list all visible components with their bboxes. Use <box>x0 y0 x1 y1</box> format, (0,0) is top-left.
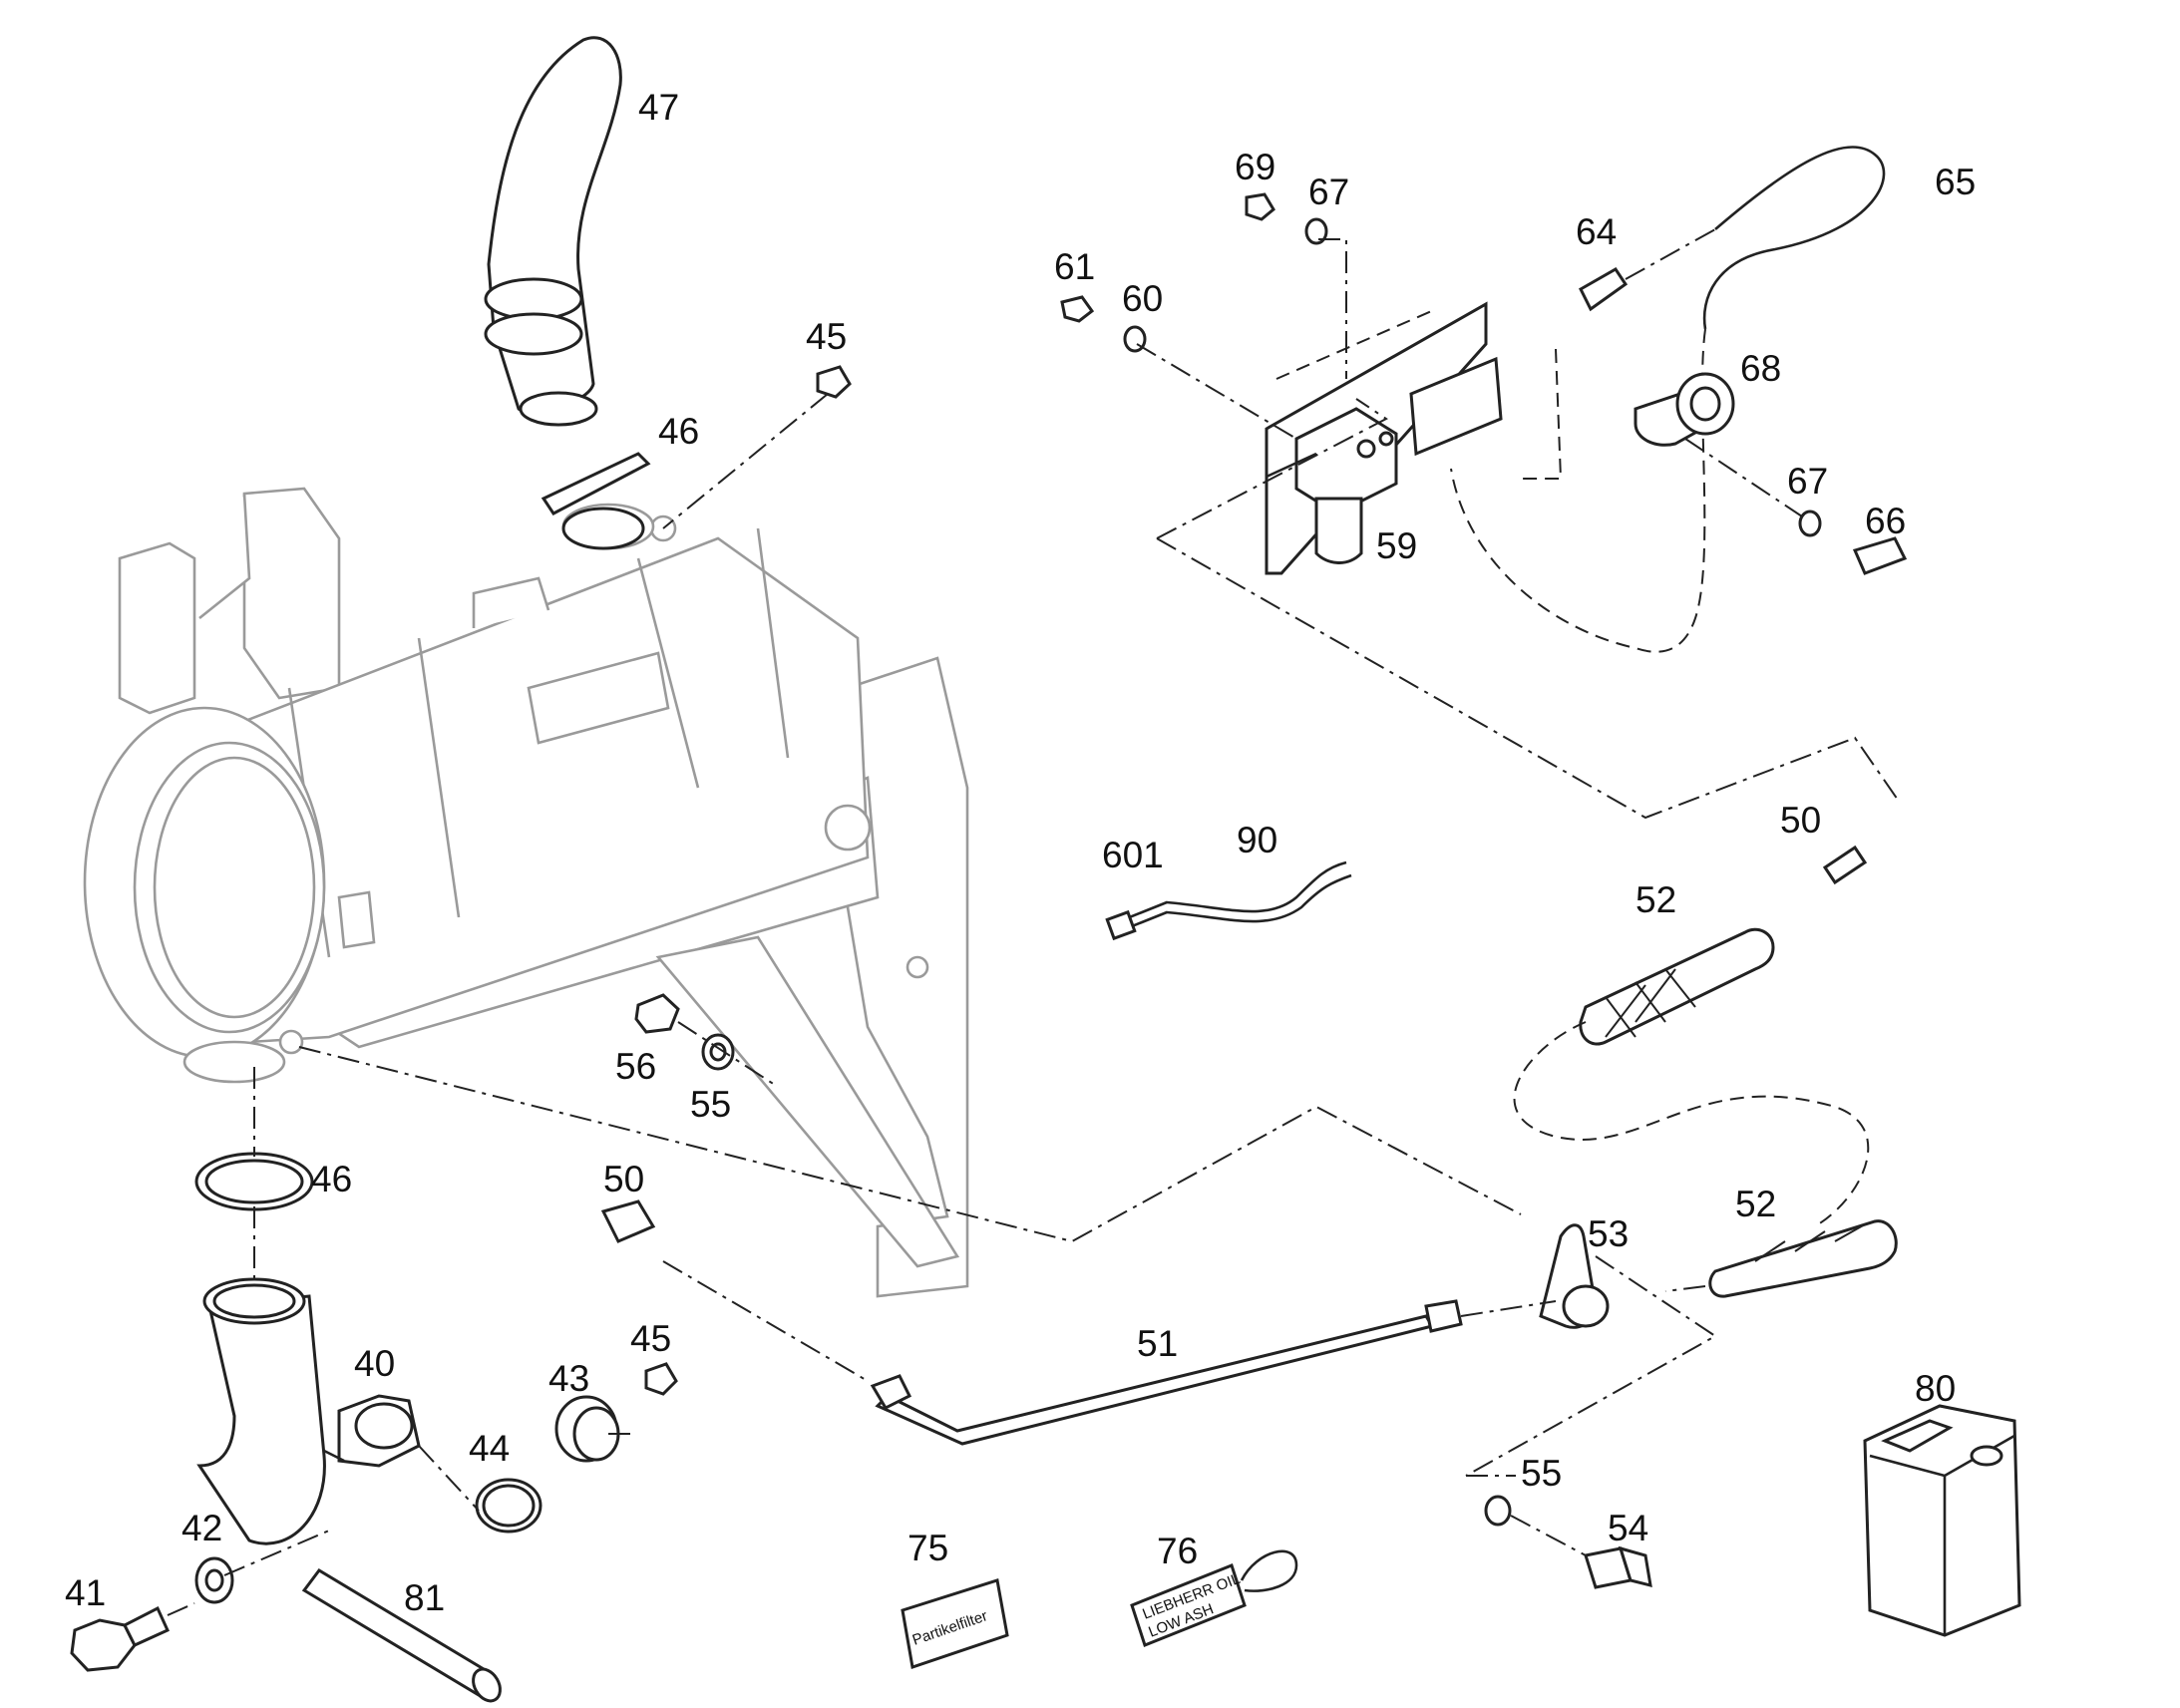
part-64-fitting <box>1579 228 1716 312</box>
label-81: 81 <box>404 1577 445 1618</box>
label-64: 64 <box>1576 211 1617 252</box>
label-65: 65 <box>1935 162 1976 202</box>
label-46-upper: 46 <box>658 411 699 452</box>
label-43: 43 <box>548 1358 589 1399</box>
label-68: 68 <box>1740 348 1781 389</box>
part-75-sticker: Partikelfilter <box>901 1578 1009 1669</box>
part-number-labels: 47 45 46 69 67 61 60 64 65 68 67 66 59 6… <box>65 87 1976 1618</box>
label-80: 80 <box>1915 1368 1956 1409</box>
part-46-clamp-lower <box>194 1152 314 1211</box>
part-68-clip <box>1634 372 1735 447</box>
part-46-clamp-upper <box>541 452 651 550</box>
label-50-right: 50 <box>1780 800 1821 841</box>
label-66: 66 <box>1865 501 1906 541</box>
label-69: 69 <box>1235 147 1275 187</box>
label-45-lower: 45 <box>630 1318 671 1359</box>
label-56: 56 <box>615 1046 656 1087</box>
label-53: 53 <box>1588 1213 1629 1254</box>
label-40: 40 <box>354 1343 395 1384</box>
label-41: 41 <box>65 1572 106 1613</box>
part-41-bolt <box>70 1605 170 1672</box>
part-40-elbow-pipe <box>196 1277 421 1545</box>
part-45-bolt-upper <box>662 365 852 529</box>
part-42-washer <box>194 1556 234 1604</box>
label-54: 54 <box>1608 1508 1648 1548</box>
label-55-lower: 55 <box>1521 1453 1562 1494</box>
part-55-washer-upper <box>701 1033 735 1071</box>
part-59-sensor-module <box>1156 301 1901 820</box>
part-47-exhaust-hose <box>484 36 622 427</box>
part-80-canister <box>1863 1404 2021 1637</box>
part-56-nut <box>634 993 680 1034</box>
label-42: 42 <box>182 1508 222 1548</box>
label-75: 75 <box>908 1528 948 1568</box>
label-52-lower: 52 <box>1735 1184 1776 1224</box>
part-76-tag: LIEBHERR OIL LOW ASH <box>1130 1549 1298 1647</box>
label-47: 47 <box>638 87 679 128</box>
label-44: 44 <box>469 1428 510 1469</box>
label-50-lower: 50 <box>603 1159 644 1199</box>
label-52-upper: 52 <box>1635 879 1676 920</box>
label-67-upper: 67 <box>1308 171 1349 212</box>
part-66-bolt <box>1852 536 1908 575</box>
part-52-hose-lower <box>1664 1219 1898 1298</box>
part-50-fitting-lower <box>600 1199 656 1243</box>
part-50-fitting-right <box>1822 845 1868 885</box>
label-51: 51 <box>1137 1323 1178 1364</box>
part-61-nut <box>1060 295 1095 323</box>
part-90-cable-harness <box>1105 860 1352 941</box>
label-601: 601 <box>1102 835 1164 875</box>
part-45-bolt-lower <box>644 1362 678 1396</box>
part-51-pipe <box>662 1260 1557 1446</box>
part-81-tube <box>301 1568 502 1703</box>
part-52-hose-upper <box>1513 927 1870 1227</box>
part-67-washer-lower <box>1798 510 1822 537</box>
part-44-ring <box>418 1445 543 1534</box>
part-54-bolt <box>1584 1545 1652 1589</box>
label-59: 59 <box>1376 525 1417 566</box>
part-65-sensor-line <box>1450 146 1886 653</box>
label-45-upper: 45 <box>806 316 847 357</box>
label-61: 61 <box>1054 246 1095 287</box>
label-90: 90 <box>1237 820 1277 860</box>
part-67-washer-upper <box>1304 217 1328 245</box>
label-46-lower: 46 <box>311 1159 352 1199</box>
part-55-washer-lower <box>1484 1495 1512 1527</box>
label-55-upper: 55 <box>690 1084 731 1125</box>
part-43-cap <box>554 1395 633 1463</box>
label-60: 60 <box>1122 278 1163 319</box>
label-67-lower: 67 <box>1787 461 1828 502</box>
particle-filter-assembly <box>83 487 969 1298</box>
label-76: 76 <box>1157 1531 1198 1571</box>
part-69-nut <box>1245 192 1275 221</box>
